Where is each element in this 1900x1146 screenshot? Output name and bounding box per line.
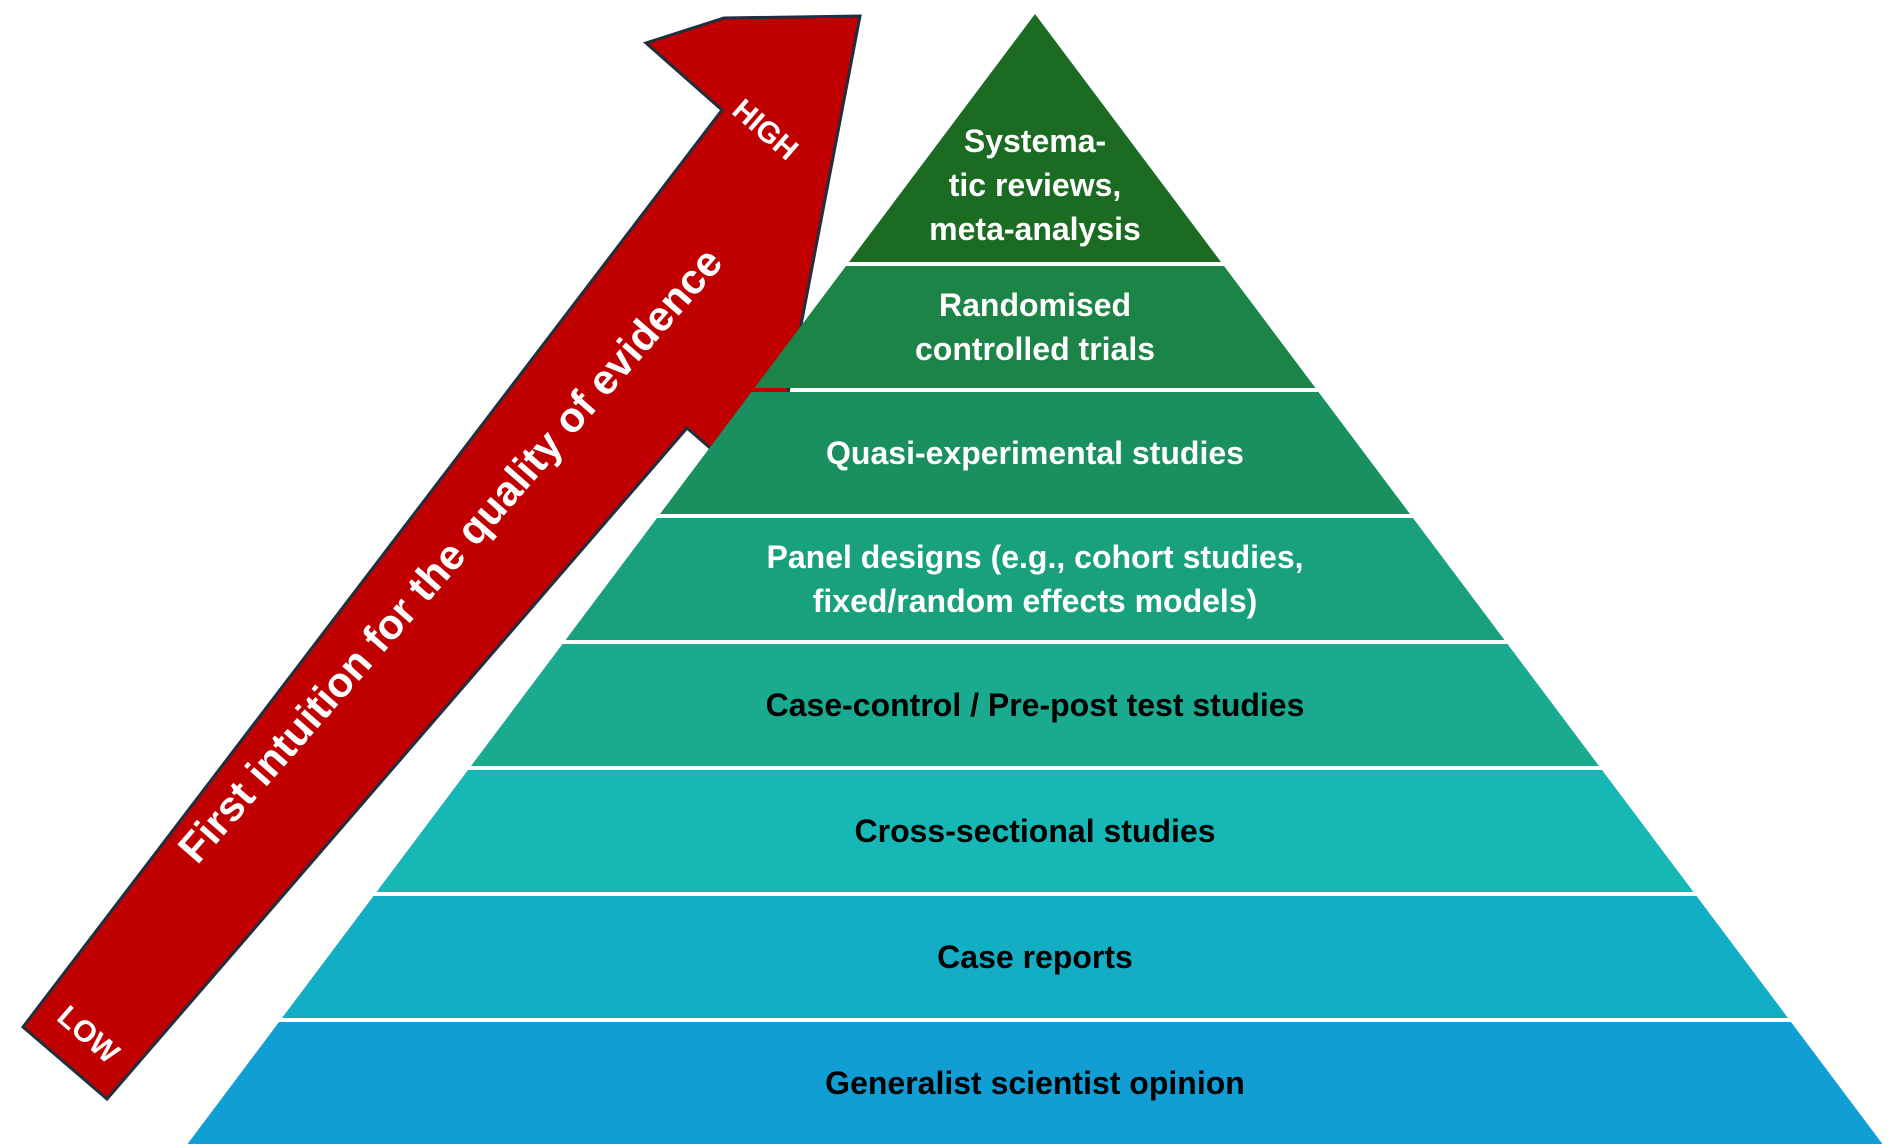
- pyramid-tier-2-line-2: controlled trials: [915, 331, 1155, 367]
- pyramid-tier-7: [282, 896, 1788, 1018]
- evidence-pyramid: Systema-tic reviews, meta-analysisRandomi…: [187, 14, 1883, 1144]
- pyramid-tier-5: [471, 644, 1599, 766]
- pyramid-tier-3-line-1: Quasi-experimental studies: [826, 435, 1244, 471]
- pyramid-tier-4-line-1: Panel designs (e.g., cohort studies,: [767, 539, 1304, 575]
- pyramid-tier-8-label: Generalist scientist opinion: [825, 1065, 1245, 1101]
- pyramid-tier-4-label: Panel designs (e.g., cohort studies, fixe…: [767, 539, 1304, 619]
- pyramid-tier-5-label: Case-control / Pre-post test studies: [766, 687, 1305, 723]
- pyramid-tier-6: [376, 770, 1694, 892]
- pyramid-tier-1: [849, 14, 1221, 262]
- pyramid-tier-4: [565, 518, 1505, 640]
- pyramid-tier-2-label: Randomised controlled trials: [915, 287, 1155, 367]
- pyramid-tier-1-label: Systema-tic reviews, meta-analysis: [929, 123, 1141, 247]
- pyramid-tier-7-label: Case reports: [937, 939, 1133, 975]
- pyramid-tier-3-label: Quasi-experimental studies: [826, 435, 1244, 471]
- pyramid-tier-4-line-2: fixed/random effects models): [813, 583, 1258, 619]
- pyramid-tier-2-line-1: Randomised: [939, 287, 1131, 323]
- pyramid-tier-8: [187, 1022, 1883, 1144]
- quality-arrow-shape: [20, 14, 862, 1102]
- pyramid-tier-3: [660, 392, 1410, 514]
- pyramid-tier-8-line-1: Generalist scientist opinion: [825, 1065, 1245, 1101]
- pyramid-tier-1-line-2: tic reviews,: [949, 167, 1122, 203]
- pyramid-tier-5-line-1: Case-control / Pre-post test studies: [766, 687, 1305, 723]
- pyramid-tier-7-line-1: Case reports: [937, 939, 1133, 975]
- pyramid-tier-1-line-1: Systema-: [964, 123, 1106, 159]
- pyramid-tier-2: [754, 266, 1316, 388]
- pyramid-tier-6-label: Cross-sectional studies: [855, 813, 1216, 849]
- pyramid-tier-1-line-3: meta-analysis: [929, 211, 1141, 247]
- pyramid-tier-6-line-1: Cross-sectional studies: [855, 813, 1216, 849]
